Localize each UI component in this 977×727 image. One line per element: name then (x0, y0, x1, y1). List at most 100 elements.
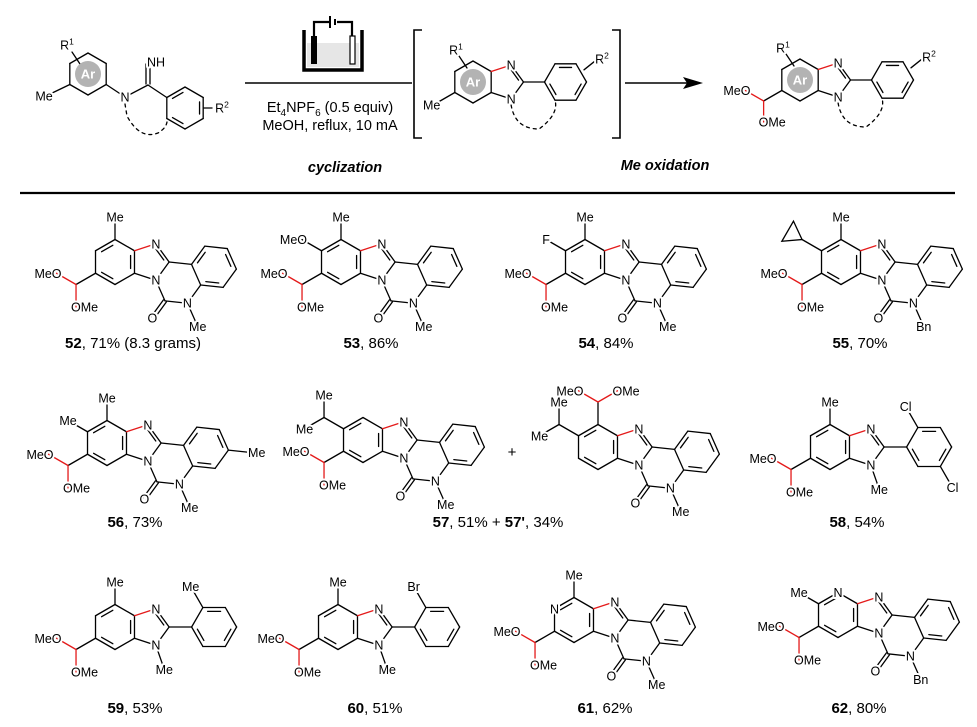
bond (817, 591, 839, 605)
bond (94, 637, 116, 651)
bond (67, 453, 89, 467)
bond (155, 644, 164, 668)
acetal-methoxy-label: MeO (749, 452, 776, 466)
acetal-methoxy-label: MeO (34, 267, 61, 281)
substituent-label: Me (821, 396, 838, 410)
substituent-label: Me (565, 569, 582, 583)
bond (337, 637, 359, 651)
bond (342, 450, 364, 464)
r-superscript: 1 (458, 42, 463, 52)
carbonyl-bond (620, 299, 635, 318)
bond (870, 428, 885, 448)
bond (224, 606, 238, 628)
bond (912, 302, 924, 325)
double-bond-line (675, 280, 690, 284)
bond (403, 421, 418, 441)
bond (472, 91, 492, 104)
bond (222, 268, 238, 289)
nitrogen-atom: N (374, 602, 383, 616)
bond (394, 261, 419, 266)
ar-label: Ar (81, 67, 95, 82)
isopropyl-methyl-label: Me (296, 422, 313, 436)
nitrogen-atom: N (621, 237, 630, 251)
double-bond-line (931, 280, 946, 284)
new-bond (817, 62, 839, 71)
bond (674, 245, 698, 250)
nitrogen-atom: N (399, 452, 408, 466)
bonds (278, 581, 461, 673)
double-bond-line (378, 613, 388, 626)
carbonyl-oxygen-atom: O (148, 312, 158, 326)
compound-caption: 62, 80% (831, 700, 886, 717)
carbonyl-bond (876, 299, 891, 318)
bond (913, 598, 929, 619)
bond (685, 605, 697, 628)
r-group-label: R1 (60, 37, 74, 53)
bond (909, 637, 925, 657)
nitrogen-atom: N (877, 237, 886, 251)
compound-caption: 56, 73% (107, 514, 162, 531)
double-bond-line (216, 434, 224, 449)
bond (298, 637, 320, 651)
bond (948, 268, 964, 289)
compound-number: 62 (831, 700, 848, 717)
r-group-label: R2 (922, 48, 936, 64)
new-bond (525, 272, 547, 286)
bond (192, 465, 216, 470)
tether-dashed-arc (510, 99, 557, 130)
bond (224, 626, 238, 648)
double-bond-line (450, 253, 458, 268)
pyridine-nitrogen-atom: N (833, 586, 842, 600)
double-bond-line (826, 244, 840, 253)
substituent-label: MeO (280, 233, 307, 247)
bond (323, 416, 345, 430)
bond (673, 448, 685, 471)
bond (184, 117, 204, 130)
bond (447, 626, 461, 648)
double-bond-line (147, 429, 157, 442)
bond (781, 58, 801, 71)
double-bond-line (679, 436, 689, 449)
yield-text: , 73% (124, 514, 162, 531)
bond (927, 598, 951, 603)
carbonyl-bond (142, 480, 157, 499)
bracket-left (413, 29, 422, 139)
bond (147, 460, 158, 483)
bond (887, 653, 912, 657)
bond (359, 272, 383, 281)
bond (687, 430, 711, 435)
double-bond-line (431, 280, 446, 284)
bond (114, 603, 136, 617)
acetal-methoxy-label: OMe (530, 659, 557, 673)
double-bond-line (928, 633, 943, 637)
acetal-methoxy-label: OMe (319, 479, 346, 493)
carbonyl-oxygen-atom: O (631, 497, 641, 511)
acetal-methoxy-label: MeO (723, 84, 750, 98)
bonds (778, 591, 961, 678)
r-superscript: 2 (931, 48, 936, 58)
bond (859, 272, 883, 281)
n-substituent-label: Me (672, 505, 689, 519)
bond (543, 63, 556, 83)
ar-circle (75, 61, 101, 87)
nitrogen-atom: N (834, 91, 843, 105)
substituent-label: Me (59, 414, 76, 428)
compound-number: 58 (829, 514, 846, 531)
bond (673, 430, 689, 451)
bond (881, 279, 892, 302)
compound-caption: 60, 51% (347, 700, 402, 717)
substituent-label: Me (832, 211, 849, 225)
reaction-arrow (625, 77, 703, 89)
nitrogen-atom: N (377, 274, 386, 288)
acetal-methoxy-label: MeO (493, 625, 520, 639)
bond (881, 261, 896, 281)
acetal-methoxy-label: OMe (71, 666, 98, 680)
bond (785, 53, 795, 67)
acetal-methoxy-label: OMe (797, 301, 824, 315)
bonds (744, 53, 922, 128)
pyridine-nitrogen-atom: N (550, 602, 559, 616)
ar-label: Ar (466, 75, 480, 90)
